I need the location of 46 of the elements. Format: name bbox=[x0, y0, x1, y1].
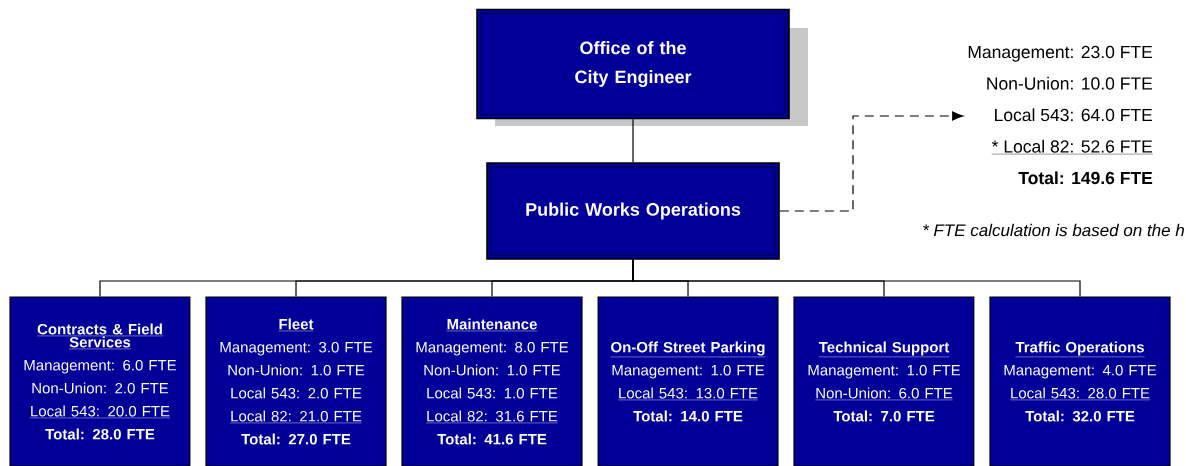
fte-line: Management: 3.0 FTE bbox=[220, 341, 373, 356]
total-line: Total: 28.0 FTE bbox=[45, 428, 155, 440]
connector-line bbox=[632, 259, 1081, 297]
fte-line: Local 543: 20.0 FTE bbox=[29, 405, 171, 419]
box-title: Public Works Operations bbox=[526, 202, 741, 220]
fte-line: Management: 4.0 FTE bbox=[1004, 364, 1157, 379]
fte-line: Management: 23.0 FTE bbox=[968, 45, 1153, 62]
total-line: Total: 14.0 FTE bbox=[633, 410, 743, 422]
department-box bbox=[989, 296, 1171, 466]
fte-line: Local 543: 2.0 FTE bbox=[231, 387, 362, 399]
fte-line: Local 543: 1.0 FTE bbox=[427, 387, 558, 399]
department-heading: Fleet bbox=[278, 318, 314, 332]
total-line: Total: 32.0 FTE bbox=[1025, 410, 1135, 422]
department-box bbox=[205, 296, 387, 466]
total-line: Total: 41.6 FTE bbox=[437, 433, 547, 445]
department-heading: Contracts & Field Services bbox=[36, 323, 164, 350]
total-line: Total: 149.6 FTE bbox=[1018, 171, 1153, 185]
fte-line: Management: 6.0 FTE bbox=[24, 359, 177, 374]
total-line: Total: 27.0 FTE bbox=[241, 433, 351, 445]
department-heading: Maintenance bbox=[446, 318, 538, 332]
department-box bbox=[9, 296, 191, 466]
fte-line: * Local 82: 52.6 FTE bbox=[991, 139, 1153, 155]
department-box bbox=[793, 296, 975, 466]
fte-line: Management: 1.0 FTE bbox=[612, 364, 765, 379]
fte-line: Non-Union: 2.0 FTE bbox=[32, 382, 169, 394]
fte-line: Local 543: 13.0 FTE bbox=[617, 387, 759, 401]
fte-line: Local 543: 64.0 FTE bbox=[995, 108, 1153, 122]
fte-line: Non-Union: 6.0 FTE bbox=[815, 387, 953, 401]
total-line: Total: 7.0 FTE bbox=[833, 410, 935, 422]
arrow bbox=[779, 111, 964, 212]
fte-line: Local 82: 31.6 FTE bbox=[425, 410, 559, 424]
department-heading: Traffic Operations bbox=[1015, 341, 1145, 358]
fte-line: Local 82: 21.0 FTE bbox=[229, 410, 363, 424]
fte-line: Non-Union: 1.0 FTE bbox=[424, 364, 561, 376]
department-heading: Technical Support bbox=[818, 341, 950, 358]
fte-line: Management: 8.0 FTE bbox=[416, 341, 569, 356]
fte-line: Management: 1.0 FTE bbox=[808, 364, 961, 379]
department-box bbox=[597, 296, 779, 466]
box-title: Office of the City Engineer bbox=[575, 41, 692, 87]
fte-line: Non-Union: 1.0 FTE bbox=[228, 364, 365, 376]
footnote: * FTE calculation is based on the h bbox=[923, 223, 1184, 237]
fte-line: Non-Union: 10.0 FTE bbox=[987, 76, 1153, 90]
fte-line: Local 543: 28.0 FTE bbox=[1009, 387, 1151, 401]
connector-line bbox=[632, 118, 634, 163]
department-box bbox=[401, 296, 583, 466]
department-heading: On-Off Street Parking bbox=[610, 341, 766, 358]
